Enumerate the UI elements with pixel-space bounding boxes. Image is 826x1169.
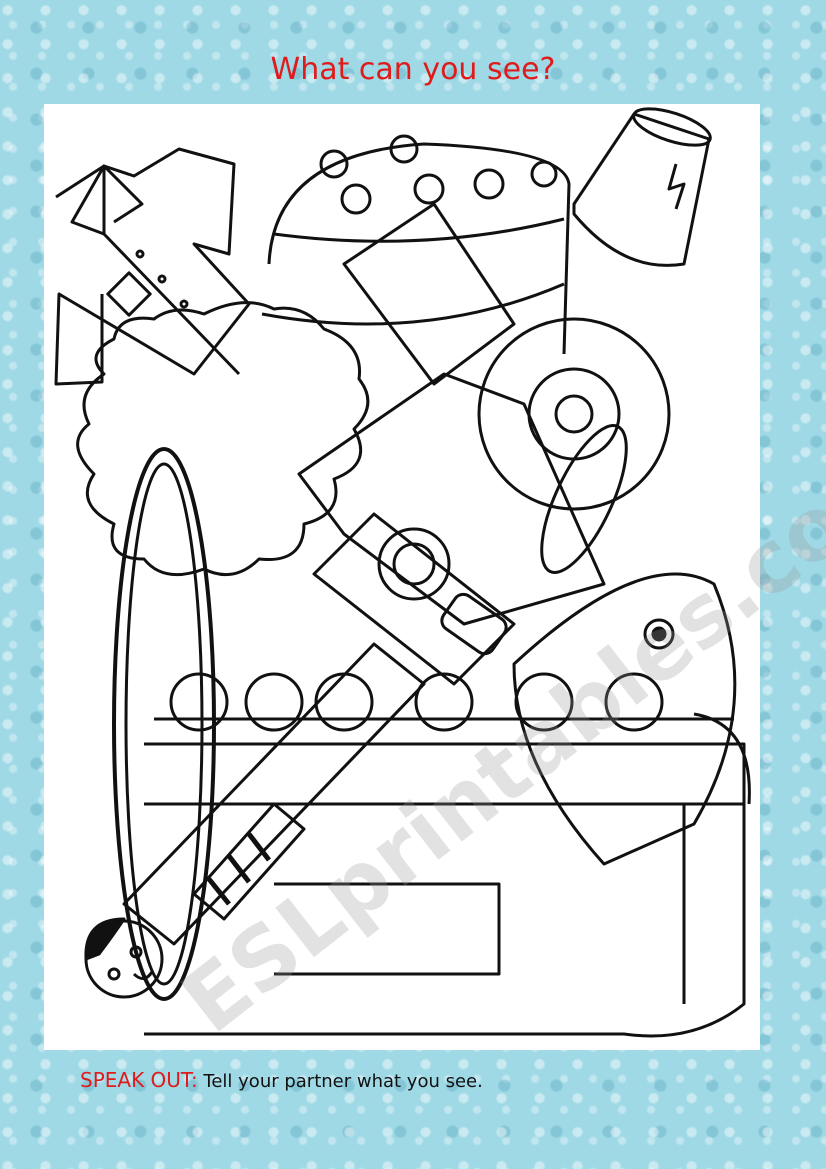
fish-drawing [512, 572, 751, 866]
sofa-drawing [144, 742, 746, 1038]
speak-out-instruction: SPEAK OUT: Tell your partner what you se… [80, 1068, 483, 1092]
camera-drawing [312, 512, 516, 686]
shirt-drawing [54, 147, 251, 386]
bucket-drawing [572, 107, 712, 267]
cloud-drawing [76, 301, 370, 577]
page-title: What can you see? [270, 52, 556, 87]
tractor-drawing [297, 202, 671, 626]
tie-and-arm-drawing [122, 642, 426, 946]
cake-drawing [261, 134, 571, 355]
illustration-panel: ESLprintables.com [44, 104, 826, 1053]
speak-out-label: SPEAK OUT: [80, 1068, 198, 1092]
overlapping-objects-drawing [54, 107, 751, 1038]
boy-face-drawing [84, 917, 164, 999]
glasses-drawing [154, 672, 734, 732]
instruction-text: Tell your partner what you see. [203, 1071, 483, 1092]
